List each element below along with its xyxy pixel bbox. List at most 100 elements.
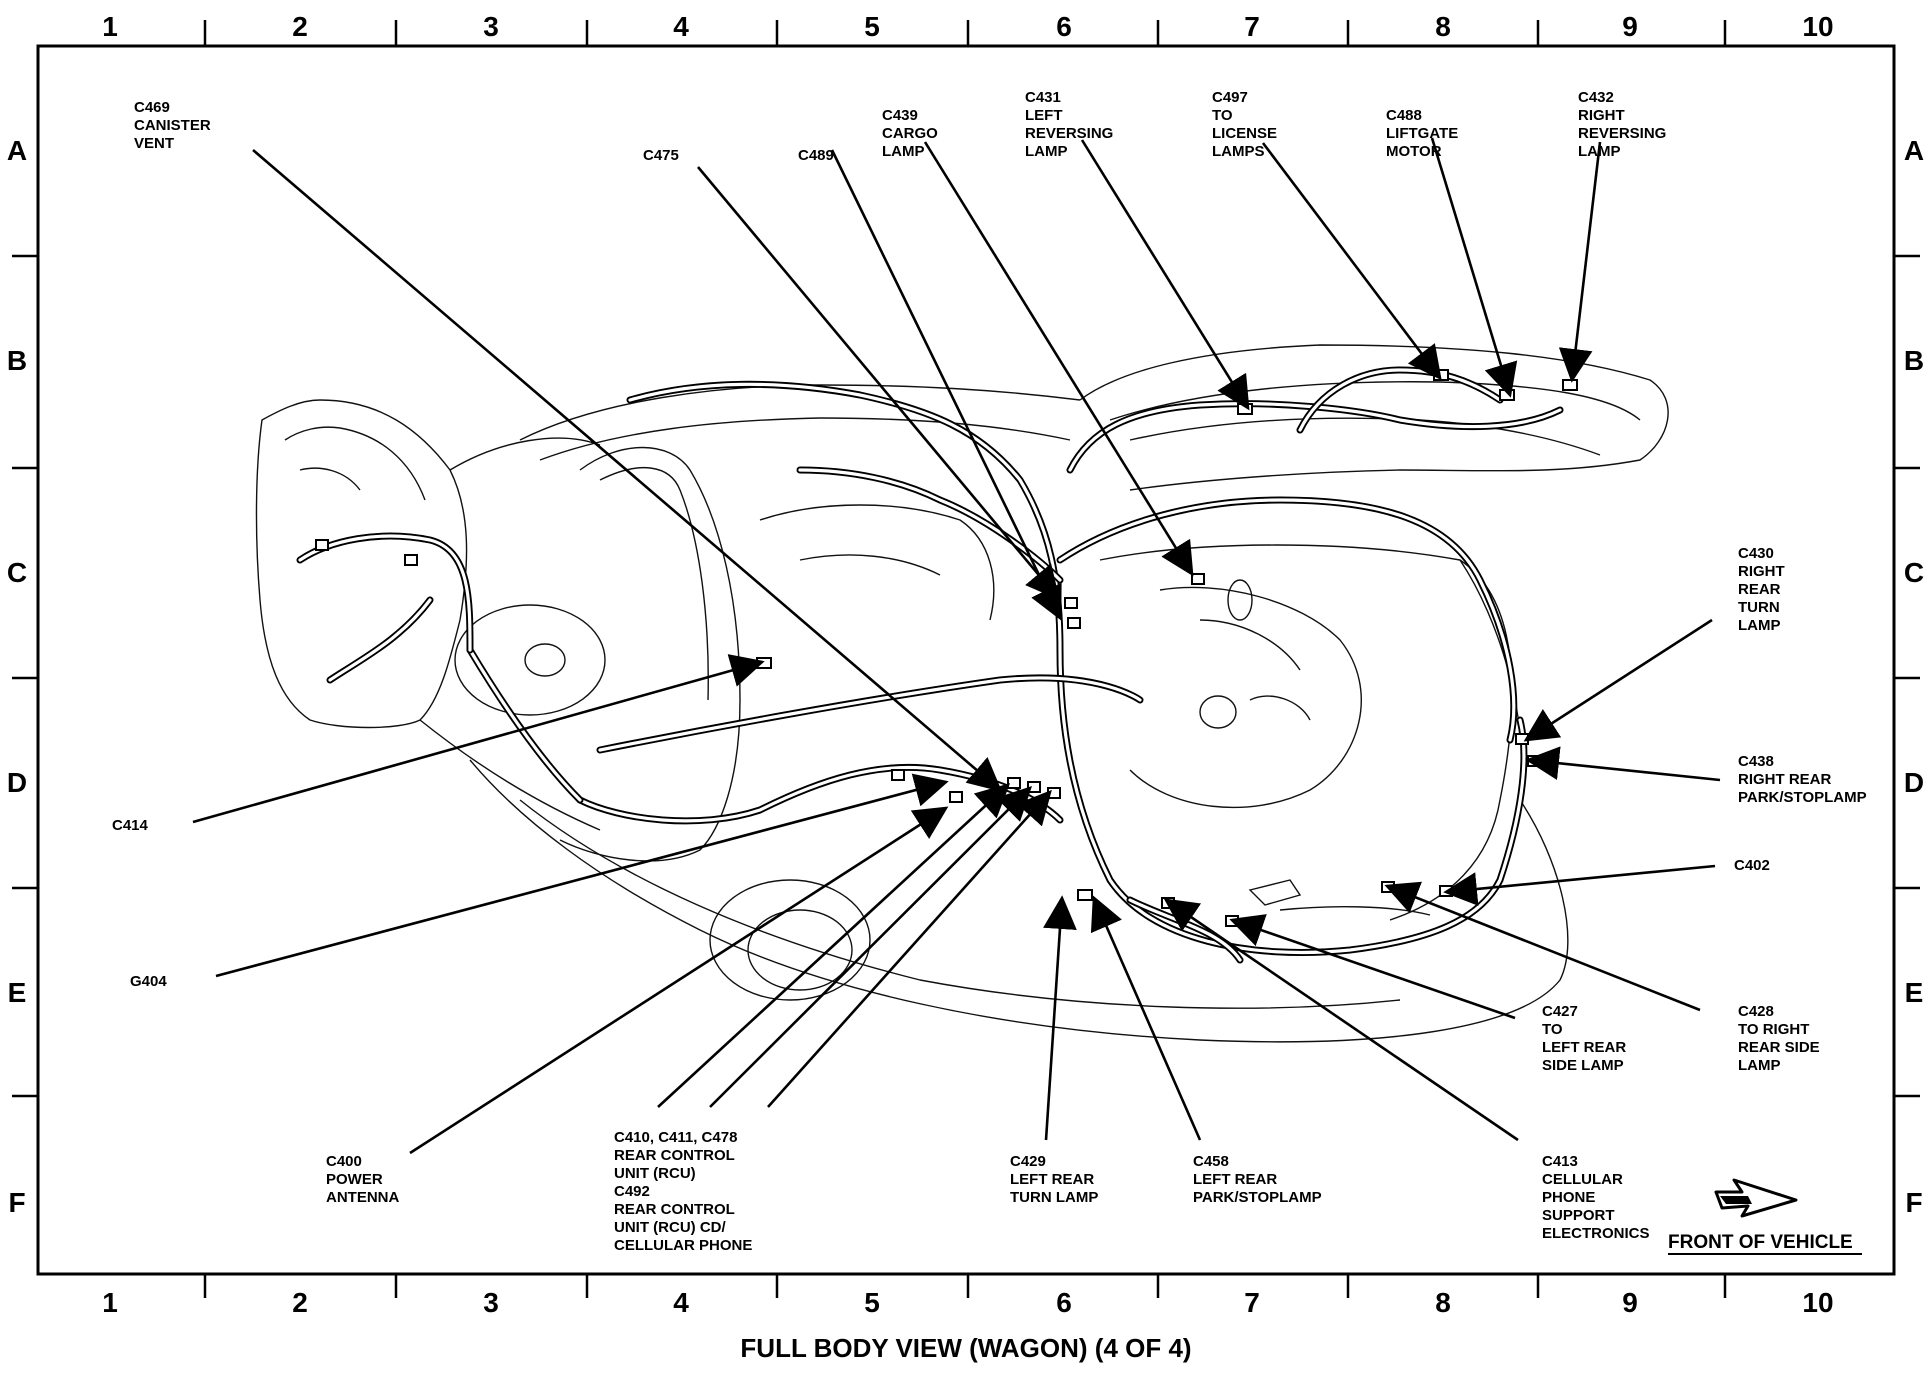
grid-col-2-top: 2 <box>292 11 308 42</box>
grid-row-b-left: B <box>7 345 27 376</box>
grid-rows-left: A B C D E F <box>7 135 27 1218</box>
callout-c439: C439 CARGO LAMP <box>882 107 938 160</box>
callout-c469-line-2: CANISTER <box>134 117 211 134</box>
callout-c402: C402 <box>1734 857 1770 874</box>
vehicle-body-illustration <box>255 344 1669 1043</box>
callout-c400: C400 POWER ANTENNA <box>326 1153 399 1206</box>
callout-c469: C469 CANISTER VENT <box>134 99 211 152</box>
grid-rows-right: A B C D E F <box>1904 135 1924 1218</box>
callout-c458-line-3: PARK/STOPLAMP <box>1193 1189 1322 1206</box>
callout-c489: C489 <box>798 147 834 164</box>
grid-col-10-bottom: 10 <box>1802 1287 1833 1318</box>
callout-c469-line-1: C469 <box>134 99 170 116</box>
grid-col-4-top: 4 <box>673 11 689 42</box>
grid-ticks <box>12 20 1920 1298</box>
callout-c432-line-3: REVERSING <box>1578 125 1666 142</box>
callout-c458-line-1: C458 <box>1193 1153 1229 1170</box>
callout-c429-line-2: LEFT REAR <box>1010 1171 1094 1188</box>
callout-c488-line-1: C488 <box>1386 107 1422 124</box>
callout-c413-line-3: PHONE <box>1542 1189 1595 1206</box>
callout-c410-line-6: UNIT (RCU) CD/ <box>614 1219 726 1236</box>
grid-col-8-top: 8 <box>1435 11 1451 42</box>
callout-c431-line-2: LEFT <box>1025 107 1063 124</box>
grid-columns-bottom: 1 2 3 4 5 6 7 8 9 10 <box>102 1287 1833 1318</box>
callout-c497-line-1: C497 <box>1212 89 1248 106</box>
callout-c469-line-3: VENT <box>134 135 174 152</box>
callout-c427: C427 TO LEFT REAR SIDE LAMP <box>1542 1003 1626 1074</box>
grid-row-f-left: F <box>8 1187 25 1218</box>
grid-row-c-right: C <box>1904 557 1924 588</box>
grid-row-d-right: D <box>1904 767 1924 798</box>
callout-c497-line-2: TO <box>1212 107 1233 124</box>
callout-c431-line-1: C431 <box>1025 89 1061 106</box>
front-arrow-icon <box>1714 1178 1798 1218</box>
callout-c432-line-2: RIGHT <box>1578 107 1625 124</box>
callout-c430-line-2: RIGHT <box>1738 563 1785 580</box>
callout-c428-line-3: REAR SIDE <box>1738 1039 1820 1056</box>
grid-col-8-bottom: 8 <box>1435 1287 1451 1318</box>
callout-c414: C414 <box>112 817 149 834</box>
callout-c431-line-3: REVERSING <box>1025 125 1113 142</box>
callout-c438-line-3: PARK/STOPLAMP <box>1738 789 1867 806</box>
callout-c430-line-5: LAMP <box>1738 617 1781 634</box>
front-of-vehicle-label: FRONT OF VEHICLE <box>1668 1232 1853 1253</box>
callout-g404-line-1: G404 <box>130 973 167 990</box>
grid-col-1-top: 1 <box>102 11 118 42</box>
callout-c400-line-3: ANTENNA <box>326 1189 399 1206</box>
callout-c438: C438 RIGHT REAR PARK/STOPLAMP <box>1738 753 1867 806</box>
callout-c428-line-2: TO RIGHT <box>1738 1021 1809 1038</box>
callout-c400-line-2: POWER <box>326 1171 383 1188</box>
callout-c410: C410, C411, C478 REAR CONTROL UNIT (RCU)… <box>614 1129 752 1254</box>
grid-col-7-bottom: 7 <box>1244 1287 1260 1318</box>
callout-c432: C432 RIGHT REVERSING LAMP <box>1578 89 1666 160</box>
leader-lines <box>192 137 1721 1155</box>
grid-col-3-top: 3 <box>483 11 499 42</box>
callout-c427-line-3: LEFT REAR <box>1542 1039 1626 1056</box>
callout-c413-line-1: C413 <box>1542 1153 1578 1170</box>
callout-c430-line-4: TURN <box>1738 599 1780 616</box>
callout-c428: C428 TO RIGHT REAR SIDE LAMP <box>1738 1003 1820 1074</box>
diagram-frame <box>36 44 1896 1276</box>
grid-row-e-right: E <box>1905 977 1924 1008</box>
callout-c410-line-5: REAR CONTROL <box>614 1201 735 1218</box>
callout-c458: C458 LEFT REAR PARK/STOPLAMP <box>1193 1153 1322 1206</box>
callout-c497-line-4: LAMPS <box>1212 143 1265 160</box>
callout-c410-line-4: C492 <box>614 1183 650 1200</box>
callout-c427-line-2: TO <box>1542 1021 1563 1038</box>
callout-c430: C430 RIGHT REAR TURN LAMP <box>1738 545 1785 634</box>
callout-c439-line-3: LAMP <box>882 143 925 160</box>
grid-col-5-top: 5 <box>864 11 880 42</box>
grid-col-3-bottom: 3 <box>483 1287 499 1318</box>
callout-c431-line-4: LAMP <box>1025 143 1068 160</box>
callout-c438-line-2: RIGHT REAR <box>1738 771 1832 788</box>
callout-c497-line-3: LICENSE <box>1212 125 1277 142</box>
callout-c413: C413 CELLULAR PHONE SUPPORT ELECTRONICS <box>1542 1153 1650 1242</box>
callout-c458-line-2: LEFT REAR <box>1193 1171 1277 1188</box>
grid-col-9-bottom: 9 <box>1622 1287 1638 1318</box>
callout-c432-line-4: LAMP <box>1578 143 1621 160</box>
grid-col-6-top: 6 <box>1056 11 1072 42</box>
grid-columns-top: 1 2 3 4 5 6 7 8 9 10 <box>102 11 1833 42</box>
wiring-harness <box>296 366 1564 964</box>
callout-c429: C429 LEFT REAR TURN LAMP <box>1010 1153 1098 1206</box>
grid-col-6-bottom: 6 <box>1056 1287 1072 1318</box>
grid-row-e-left: E <box>8 977 27 1008</box>
callout-c439-line-2: CARGO <box>882 125 938 142</box>
callout-c488-line-3: MOTOR <box>1386 143 1442 160</box>
front-of-vehicle-indicator: FRONT OF VEHICLE <box>1668 1178 1862 1255</box>
grid-col-10-top: 10 <box>1802 11 1833 42</box>
callout-c488: C488 LIFTGATE MOTOR <box>1386 107 1458 160</box>
grid-col-5-bottom: 5 <box>864 1287 880 1318</box>
callout-c427-line-1: C427 <box>1542 1003 1578 1020</box>
callout-c431: C431 LEFT REVERSING LAMP <box>1025 89 1113 160</box>
callout-c428-line-1: C428 <box>1738 1003 1774 1020</box>
callout-c427-line-4: SIDE LAMP <box>1542 1057 1624 1074</box>
callout-c429-line-1: C429 <box>1010 1153 1046 1170</box>
grid-row-a-right: A <box>1904 135 1924 166</box>
callout-c489-line-1: C489 <box>798 147 834 164</box>
callout-c413-line-2: CELLULAR <box>1542 1171 1623 1188</box>
callout-c413-line-5: ELECTRONICS <box>1542 1225 1650 1242</box>
callout-c475: C475 <box>643 147 679 164</box>
callout-c428-line-4: LAMP <box>1738 1057 1781 1074</box>
callout-c432-line-1: C432 <box>1578 89 1614 106</box>
